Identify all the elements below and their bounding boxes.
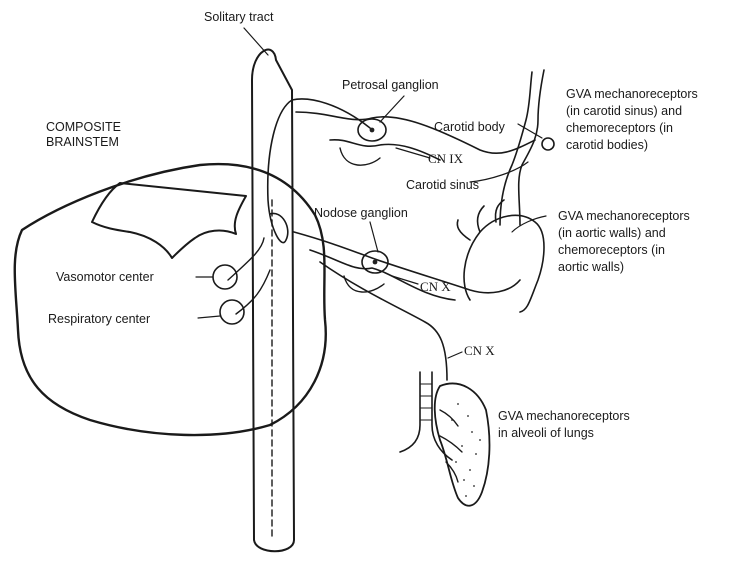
respiratory-leader (197, 315, 221, 319)
gva-carotid-line4: carotid bodies) (566, 138, 648, 152)
ventricle-shape (91, 182, 247, 259)
vagus-to-lungs (319, 261, 448, 381)
gva-aortic-line1: GVA mechanoreceptors (558, 209, 690, 223)
cn-ix-nerve-lower (329, 139, 441, 161)
gva-carotid-line1: GVA mechanoreceptors (566, 87, 698, 101)
aortic-branches (456, 199, 505, 241)
cn-ix-central-fiber (266, 98, 371, 244)
cn-x-nerve-lower (309, 249, 456, 301)
carotid-body-leader (517, 123, 543, 139)
label-composite-brainstem: COMPOSITE BRAINSTEM (46, 120, 121, 150)
label-gva-aortic: GVA mechanoreceptors (in aortic walls) a… (558, 208, 690, 276)
cn-ix-text: CN IX (428, 151, 464, 166)
aortic-walls-leader (511, 215, 547, 233)
cn-x-upper-leader (391, 275, 419, 285)
gva-carotid-line3: chemoreceptors (in (566, 121, 673, 135)
respiratory-center-text: Respiratory center (48, 312, 151, 326)
cn-x-lower-text: CN X (464, 343, 495, 358)
label-gva-lungs: GVA mechanoreceptors in alveoli of lungs (498, 408, 630, 442)
petrosal-ganglion (357, 118, 387, 142)
composite-line2: BRAINSTEM (46, 135, 119, 149)
solitary-tract-leader (243, 27, 269, 56)
gva-aortic-line2: (in aortic walls) and (558, 226, 666, 240)
nodose-leader (369, 221, 379, 253)
petrosal-leader (379, 95, 405, 123)
lung-outline (433, 382, 491, 507)
label-cn-ix: CN IX (428, 150, 463, 168)
respiratory-fiber (235, 269, 271, 315)
cn-x-nerve-upper (293, 231, 521, 294)
label-carotid-body: Carotid body (434, 118, 505, 136)
vasomotor-center-text: Vasomotor center (56, 270, 154, 284)
gva-carotid-line2: (in carotid sinus) and (566, 104, 683, 118)
gva-lungs-line2: in alveoli of lungs (498, 426, 594, 440)
label-solitary-tract: Solitary tract (204, 8, 273, 26)
cn-ix-leader (395, 147, 431, 159)
cn-ix-nerve-upper (295, 111, 536, 155)
carotid-sinus-leader (469, 161, 529, 183)
petrosal-ganglion-text: Petrosal ganglion (342, 78, 439, 92)
vasomotor-fiber (227, 237, 265, 281)
label-respiratory-center: Respiratory center (48, 310, 150, 328)
label-vasomotor-center: Vasomotor center (56, 268, 154, 286)
trachea (399, 371, 453, 461)
label-nodose-ganglion: Nodose ganglion (314, 204, 408, 222)
cn-x-upper-text: CN X (420, 279, 451, 294)
aortic-arch (463, 214, 545, 313)
label-cn-x-upper: CN X (420, 278, 451, 296)
label-cn-x-lower: CN X (464, 342, 495, 360)
nodose-lobe (343, 275, 385, 293)
nodose-ganglion (361, 250, 389, 274)
solitary-tract-column (251, 48, 295, 553)
gva-lungs-line1: GVA mechanoreceptors (498, 409, 630, 423)
label-carotid-sinus: Carotid sinus (406, 176, 479, 194)
brainstem-outline (13, 162, 327, 437)
composite-line1: COMPOSITE (46, 120, 122, 134)
label-gva-carotid: GVA mechanoreceptors (in carotid sinus) … (566, 86, 698, 154)
carotid-body-text: Carotid body (434, 120, 505, 134)
lung-stipple (451, 403, 481, 497)
nodose-ganglion-text: Nodose ganglion (314, 206, 408, 220)
carotid-body (541, 137, 555, 151)
trachea-rings (419, 383, 433, 421)
petrosal-ganglion-cell (369, 127, 375, 133)
gva-aortic-line4: aortic walls) (558, 260, 624, 274)
vasomotor-center-circle (212, 264, 238, 290)
gva-aortic-line3: chemoreceptors (in (558, 243, 665, 257)
carotid-sinus-text: Carotid sinus (406, 178, 479, 192)
cn-x-lower-leader (447, 351, 463, 359)
petrosal-lobe (339, 147, 381, 166)
bronchi (439, 409, 463, 483)
solitary-tract-text: Solitary tract (204, 10, 274, 24)
nodose-ganglion-cell (372, 259, 378, 265)
respiratory-center-circle (219, 299, 245, 325)
label-petrosal-ganglion: Petrosal ganglion (342, 76, 439, 94)
carotid-artery (499, 69, 545, 226)
